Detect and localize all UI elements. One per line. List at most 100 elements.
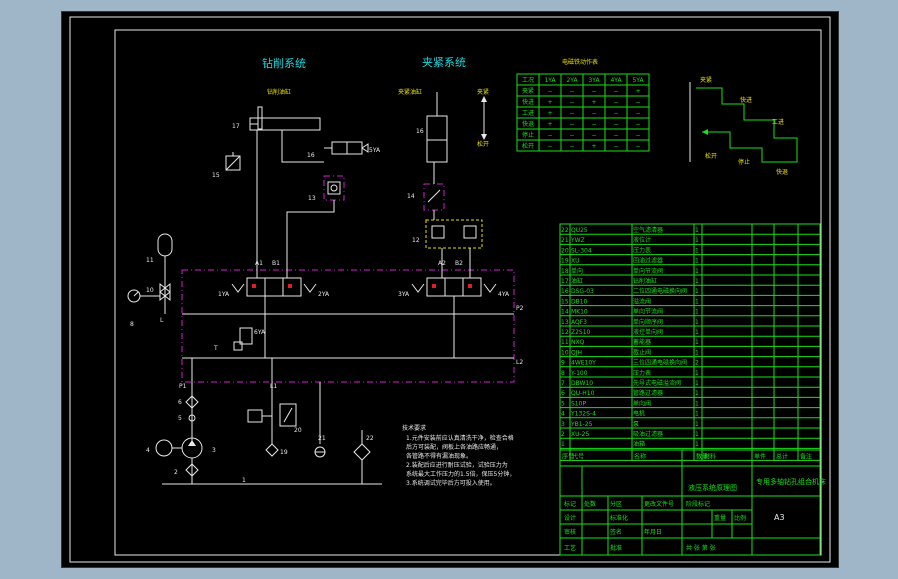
sol-cell: − xyxy=(613,143,618,150)
cycle-clamp: 夹紧 xyxy=(700,76,712,84)
cad-viewport[interactable]: 钻削系统 夹紧系统 钻削油缸 17 5YA 16 15 13 夹紧油缸 16 xyxy=(61,11,839,568)
parts-cell: 1 xyxy=(695,268,699,275)
parts-header-cell: 单件 xyxy=(754,452,766,460)
sol-cell: 工进 xyxy=(522,109,534,117)
parts-cell: XU-25 xyxy=(571,431,589,438)
relief-valve-7 xyxy=(233,327,253,351)
sol-cell: − xyxy=(613,88,618,95)
outer-frame xyxy=(69,16,831,563)
svg-text:处数: 处数 xyxy=(584,500,596,508)
sol-cell: − xyxy=(591,110,596,117)
sol-cell: 3YA xyxy=(588,77,600,84)
parts-header-cell: 名称 xyxy=(634,452,646,460)
relief-valve-15 xyxy=(225,152,241,171)
drilling-system-title: 钻削系统 xyxy=(262,56,306,70)
sol-cell: − xyxy=(635,121,640,128)
sol-cell: 2YA xyxy=(566,77,578,84)
parts-cell: 压力表 xyxy=(633,369,651,377)
parts-cell: 单向节流阀 xyxy=(633,308,663,316)
label-4: 4 xyxy=(146,447,150,454)
parts-cell: Z2S10 xyxy=(571,329,591,336)
sol-cell: 松开 xyxy=(522,142,534,150)
label-10: 10 xyxy=(146,287,154,294)
sol-cell: − xyxy=(547,143,552,150)
parts-cell: 18 xyxy=(561,268,569,275)
parts-cell: 油箱 xyxy=(633,440,645,448)
label-8: 8 xyxy=(130,321,134,328)
parts-cell: YWZ xyxy=(570,237,585,244)
parts-cell: 先导式电磁溢流阀 xyxy=(633,379,681,387)
parts-cell: 1 xyxy=(695,227,699,234)
svg-text:后方可装配，阀板上各油路应畅通，: 后方可装配，阀板上各油路应畅通， xyxy=(406,443,502,451)
parts-cell: MK10 xyxy=(571,309,588,316)
parts-cell: YB1-25 xyxy=(570,421,593,428)
parts-cell: 单向 xyxy=(571,267,583,275)
sol-cell: − xyxy=(569,121,574,128)
throttle-18 xyxy=(247,409,272,423)
parts-cell: 泵 xyxy=(633,421,639,428)
port-b2: B2 xyxy=(455,260,463,267)
sol-cell: 夹紧 xyxy=(522,87,534,95)
clamp-up-label: 夹紧 xyxy=(477,88,489,96)
port-a1: A1 xyxy=(255,260,263,267)
parts-cell: 14 xyxy=(561,309,569,316)
parts-cell: 单向节流阀 xyxy=(633,267,663,275)
parts-cell: 4WE10Y xyxy=(571,360,596,367)
sol-cell: 停止 xyxy=(522,131,534,139)
parts-cell: 单向顺序阀 xyxy=(633,318,663,326)
parts-cell: 三位四通电磁换向阀 xyxy=(633,359,687,367)
drill-cylinder-label: 钻削油缸 xyxy=(267,88,291,96)
parts-cell: 16 xyxy=(561,288,569,295)
parts-cell: AQF3 xyxy=(571,319,587,326)
port-l1: L1 xyxy=(270,383,277,390)
cycle-stop: 停止 xyxy=(738,158,750,166)
parts-cell: 蓄能器 xyxy=(633,338,651,346)
clamp-cylinder-16 xyxy=(426,92,448,163)
parts-cell: 22 xyxy=(561,227,569,234)
svg-text:3.系统调试完毕后方可投入使用。: 3.系统调试完毕后方可投入使用。 xyxy=(406,479,496,487)
port-l: L xyxy=(160,317,164,324)
parts-cell: DBW10 xyxy=(571,380,593,387)
parts-cell: 20 xyxy=(561,247,569,254)
cycle-diagram xyxy=(689,82,798,163)
check-throttle-20 xyxy=(279,403,297,427)
parts-cell: 截止阀 xyxy=(633,348,651,356)
sol-cell: + xyxy=(635,88,640,95)
check-valve-13 xyxy=(323,175,345,201)
sol-cell: + xyxy=(547,121,552,128)
title-block: 液压系统原理图 专用多轴钻孔组合机床 标记 处数 分区 更改文件号 设计 标准化… xyxy=(559,449,826,556)
parts-cell: 5 xyxy=(561,400,565,407)
parts-cell: 2 xyxy=(561,431,565,438)
accumulator-11 xyxy=(157,233,173,257)
direction-valve-9-right xyxy=(411,277,497,297)
parts-cell: 油缸 xyxy=(571,277,583,285)
cycle-release: 松开 xyxy=(705,152,717,160)
clamp-cylinder-label: 夹紧油缸 xyxy=(398,88,422,96)
filter-6 xyxy=(185,395,199,409)
parts-cell: 管路过滤器 xyxy=(633,389,663,397)
parts-cell: 1 xyxy=(695,370,699,377)
port-1ya: 1YA xyxy=(218,291,230,298)
svg-text:A3: A3 xyxy=(774,513,785,522)
parts-header-cell: 序号 xyxy=(562,452,574,460)
level-gauge-21 xyxy=(314,446,326,458)
sol-cell: + xyxy=(547,99,552,106)
parts-header-cell: 总计 xyxy=(776,452,788,460)
label-2: 2 xyxy=(174,469,178,476)
parts-cell: SL-304 xyxy=(571,247,592,254)
parts-cell: 吸油过滤器 xyxy=(633,430,663,438)
sol-cell: 4YA xyxy=(610,77,622,84)
drill-cylinder-17 xyxy=(249,106,321,131)
parts-cell: 11 xyxy=(561,339,569,346)
parts-header-cell: 备注 xyxy=(800,452,812,460)
parts-cell: Y-100 xyxy=(570,370,588,377)
parts-cell: 10 xyxy=(561,349,569,356)
sol-cell: − xyxy=(569,143,574,150)
clamp-direction-arrow xyxy=(481,96,487,140)
parts-cell: 6 xyxy=(561,390,565,397)
sol-cell: 5YA xyxy=(632,77,644,84)
svg-text:重量: 重量 xyxy=(714,514,726,522)
throttle-valve-14 xyxy=(423,183,445,211)
